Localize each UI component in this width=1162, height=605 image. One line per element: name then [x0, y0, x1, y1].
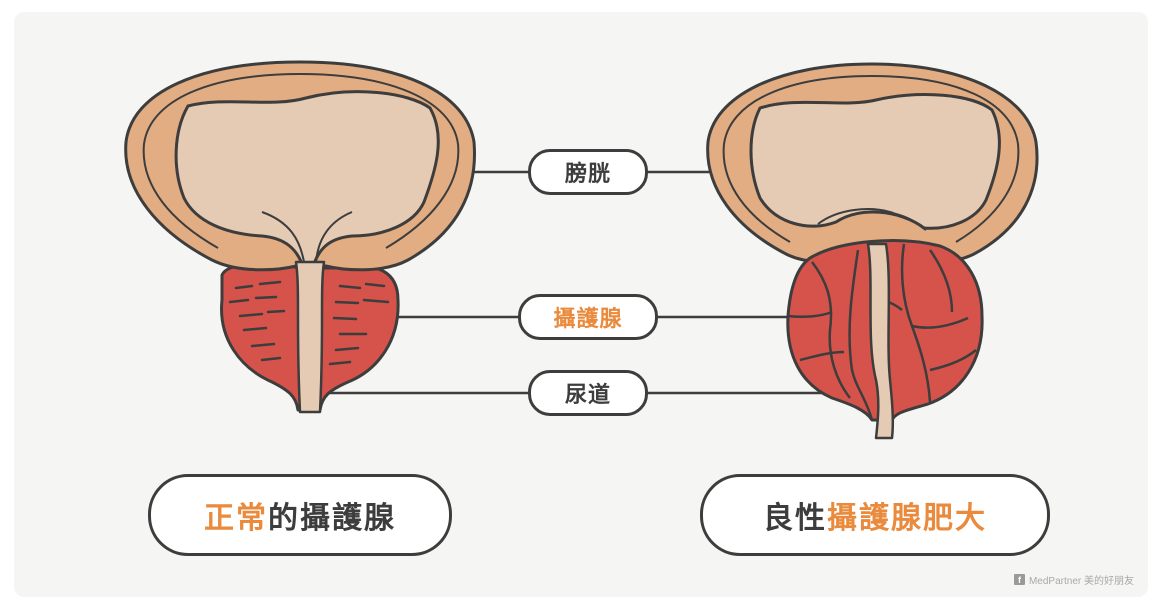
normal-caption-highlight: 正常 [204, 493, 268, 537]
normal-prostate-illustration [126, 62, 475, 412]
bph-caption-text: 良性 [763, 493, 827, 537]
bph-caption: 良性攝護腺肥大 [700, 474, 1050, 556]
watermark: f MedPartner 美的好朋友 [1014, 572, 1134, 587]
watermark-text: MedPartner 美的好朋友 [1029, 572, 1134, 587]
normal-caption-text: 的攝護腺 [268, 493, 396, 537]
normal-urethra [296, 262, 324, 412]
bph-caption-highlight: 攝護腺肥大 [827, 493, 987, 537]
bph-bladder-lumen [751, 95, 999, 229]
prostate-label: 攝護腺 [518, 294, 658, 340]
facebook-icon: f [1014, 574, 1025, 585]
bph-illustration [708, 64, 1037, 438]
urethra-label: 尿道 [528, 370, 648, 416]
normal-prostate-caption: 正常的攝護腺 [148, 474, 452, 556]
bladder-label: 膀胱 [528, 149, 648, 195]
